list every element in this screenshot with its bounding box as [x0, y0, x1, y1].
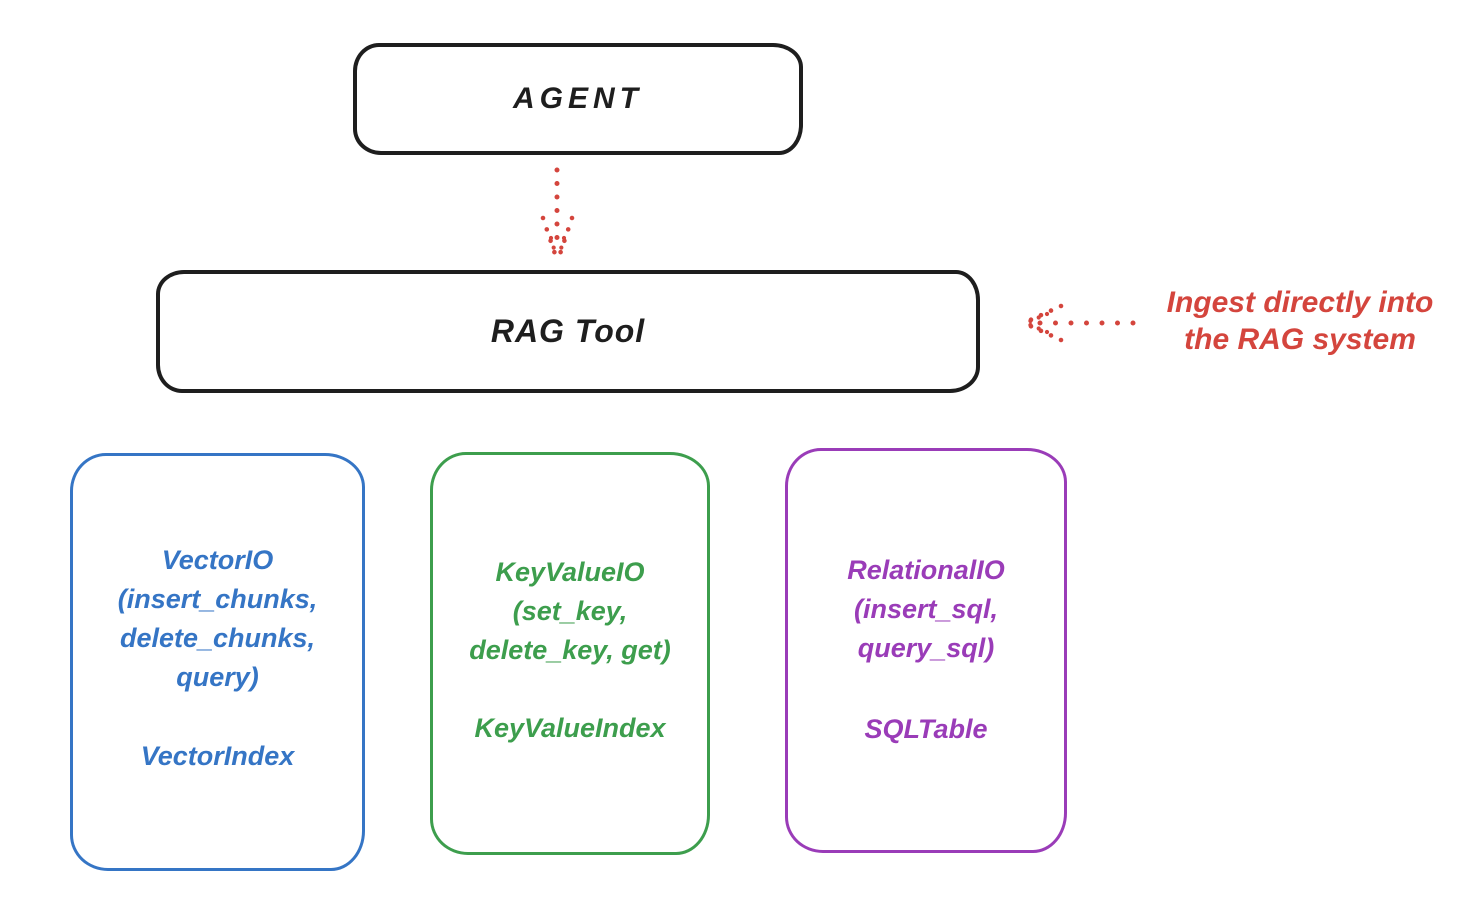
- relationalio-index-label: SQLTable: [864, 714, 988, 744]
- agent-label: AGENT: [513, 82, 643, 115]
- relationalio-title: RelationalIO: [847, 555, 1005, 585]
- keyvalueio-param-line: (set_key,: [512, 596, 628, 626]
- vectorio-title: VectorIO: [161, 545, 274, 575]
- keyvalueio-index-label: KeyValueIndex: [474, 713, 666, 743]
- vectorio-param-line: (insert_chunks,: [117, 584, 318, 614]
- vectorio-text: VectorIO (insert_chunks, delete_chunks, …: [118, 541, 318, 697]
- relationalio-param-line: (insert_sql,: [853, 594, 999, 624]
- vectorio-box: VectorIO (insert_chunks, delete_chunks, …: [70, 453, 365, 871]
- relationalio-text: RelationalIO (insert_sql, query_sql): [847, 551, 1005, 668]
- keyvalueio-title: KeyValueIO: [495, 557, 645, 587]
- vectorio-index-label: VectorIndex: [140, 741, 295, 771]
- vectorio-param-line: query): [176, 662, 259, 692]
- agent-box: AGENT: [353, 43, 803, 155]
- ingest-annotation-line2: the RAG system: [1184, 323, 1416, 356]
- vectorio-param-line: delete_chunks,: [119, 623, 316, 653]
- agent-to-ragtool-dotted-arrow-icon: [540, 167, 575, 260]
- ingest-annotation-line1: Ingest directly into: [1166, 286, 1434, 319]
- relationalio-param-line: query_sql): [857, 633, 995, 663]
- keyvalueio-param-line: delete_key, get): [469, 635, 671, 665]
- rag-tool-label: RAG Tool: [490, 313, 646, 349]
- keyvalueio-text: KeyValueIO (set_key, delete_key, get): [469, 553, 671, 670]
- keyvalueio-box: KeyValueIO (set_key, delete_key, get) Ke…: [430, 452, 710, 855]
- rag-tool-box: RAG Tool: [156, 270, 980, 393]
- ingest-annotation: Ingest directly into the RAG system: [1110, 284, 1484, 358]
- relationalio-box: RelationalIO (insert_sql, query_sql) SQL…: [785, 448, 1067, 853]
